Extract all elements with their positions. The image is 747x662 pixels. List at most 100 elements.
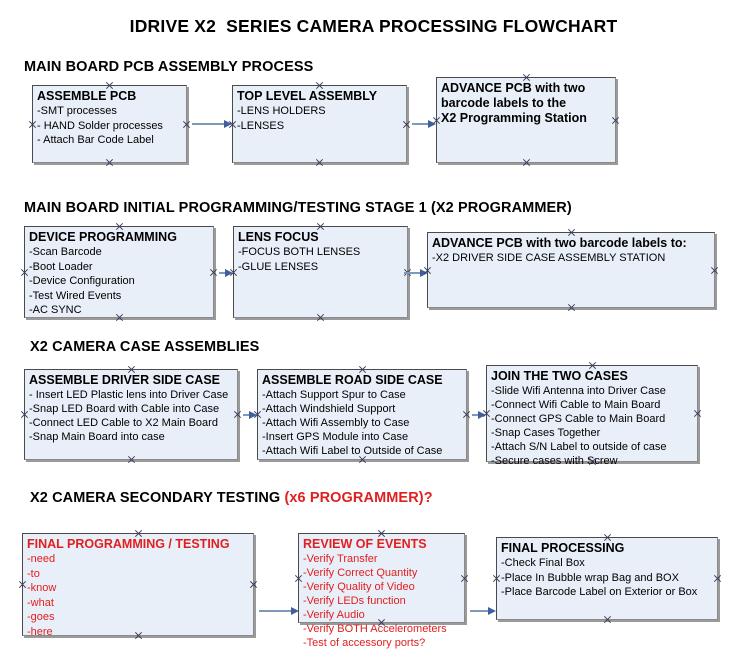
node-device-programming[interactable]: DEVICE PROGRAMMING -Scan Barcode -Boot L… bbox=[24, 226, 214, 318]
node-top-level-assembly[interactable]: TOP LEVEL ASSEMBLY -LENS HOLDERS -LENSES bbox=[232, 85, 407, 163]
connection-handle-right-icon[interactable] bbox=[460, 574, 469, 583]
connection-handle-left-icon[interactable] bbox=[18, 580, 27, 589]
connection-handle-top-icon[interactable] bbox=[377, 529, 386, 538]
node-items: -SMT processes - HAND Solder processes -… bbox=[37, 104, 182, 148]
connection-handle-bottom-icon[interactable] bbox=[316, 313, 325, 322]
node-title: FINAL PROCESSING bbox=[501, 541, 625, 555]
connection-handle-top-icon[interactable] bbox=[316, 222, 325, 231]
connection-handle-left-icon[interactable] bbox=[20, 268, 29, 277]
list-item: -Check Final Box bbox=[501, 557, 585, 569]
connection-handle-left-icon[interactable] bbox=[20, 410, 29, 419]
connection-handle-left-icon[interactable] bbox=[482, 409, 491, 418]
arrow-shaft bbox=[219, 272, 226, 274]
node-title: JOIN THE TWO CASES bbox=[491, 369, 628, 383]
arrow-shaft bbox=[412, 123, 429, 125]
connection-handle-left-icon[interactable] bbox=[294, 574, 303, 583]
node-assemble-pcb[interactable]: ASSEMBLE PCB -SMT processes - HAND Solde… bbox=[32, 85, 187, 163]
arrow-head-icon bbox=[488, 606, 496, 615]
connection-handle-top-icon[interactable] bbox=[115, 222, 124, 231]
connection-handle-left-icon[interactable] bbox=[492, 574, 501, 583]
connection-handle-top-icon[interactable] bbox=[134, 529, 143, 538]
list-item: -GLUE LENSES bbox=[238, 260, 319, 273]
connection-handle-bottom-icon[interactable] bbox=[522, 158, 531, 167]
connection-handle-left-icon[interactable] bbox=[228, 120, 237, 129]
list-item: -X2 DRIVER SIDE CASE ASSEMBLY STATION bbox=[432, 252, 666, 264]
list-item: -goes bbox=[27, 611, 55, 623]
list-item: -Insert GPS Module into Case bbox=[262, 431, 409, 443]
node-items: - Insert LED Plastic lens into Driver Ca… bbox=[29, 388, 233, 444]
connection-handle-top-icon[interactable] bbox=[567, 228, 576, 237]
node-title: ADVANCE PCB with two barcode labels to: bbox=[432, 236, 687, 250]
section-title-x2-camera-case-assemblies: X2 CAMERA CASE ASSEMBLIES bbox=[30, 339, 259, 355]
list-item: -Verify Quality of Video bbox=[303, 581, 415, 593]
section-title-main-board-pcb-assembly: MAIN BOARD PCB ASSEMBLY PROCESS bbox=[24, 59, 313, 75]
list-item: -Verify LEDs function bbox=[303, 595, 406, 607]
connection-handle-left-icon[interactable] bbox=[253, 410, 262, 419]
list-item: -LENS HOLDERS bbox=[237, 105, 326, 117]
connection-handle-bottom-icon[interactable] bbox=[115, 313, 124, 322]
connection-handle-bottom-icon[interactable] bbox=[315, 158, 324, 167]
arrow-review-of-events-to-final-processing bbox=[470, 606, 496, 615]
list-item: -to bbox=[27, 567, 40, 580]
list-item: - Attach Bar Code Label bbox=[37, 134, 154, 146]
connection-handle-right-icon[interactable] bbox=[182, 120, 191, 129]
node-items: -LENS HOLDERS -LENSES bbox=[237, 104, 402, 133]
node-items: -Slide Wifi Antenna into Driver Case -Co… bbox=[491, 384, 693, 468]
node-advance-pcb-programming-station[interactable]: ADVANCE PCB with two barcode labels to t… bbox=[436, 77, 616, 163]
connection-handle-bottom-icon[interactable] bbox=[603, 615, 612, 624]
section-title-x2-camera-secondary-testing: X2 CAMERA SECONDARY TESTING (x6 PROGRAMM… bbox=[30, 490, 433, 506]
connection-handle-right-icon[interactable] bbox=[693, 409, 702, 418]
connection-handle-bottom-icon[interactable] bbox=[134, 631, 143, 640]
list-item: -FOCUS BOTH LENSES bbox=[238, 246, 361, 258]
connection-handle-bottom-icon[interactable] bbox=[105, 158, 114, 167]
connection-handle-right-icon[interactable] bbox=[233, 410, 242, 419]
connection-handle-left-icon[interactable] bbox=[28, 120, 37, 129]
connection-handle-bottom-icon[interactable] bbox=[567, 303, 576, 312]
list-item: -Attach Windshield Support bbox=[262, 403, 396, 415]
node-title: ASSEMBLE DRIVER SIDE CASE bbox=[29, 373, 221, 387]
connection-handle-bottom-icon[interactable] bbox=[588, 457, 597, 466]
node-title: LENS FOCUS bbox=[238, 230, 319, 244]
connection-handle-bottom-icon[interactable] bbox=[127, 455, 136, 464]
node-items: -X2 DRIVER SIDE CASE ASSEMBLY STATION bbox=[432, 251, 710, 266]
list-item: -Snap Cases Together bbox=[491, 427, 601, 439]
connection-handle-top-icon[interactable] bbox=[127, 365, 136, 374]
connection-handle-top-icon[interactable] bbox=[603, 533, 612, 542]
connection-handle-top-icon[interactable] bbox=[105, 81, 114, 90]
connection-handle-left-icon[interactable] bbox=[432, 116, 441, 125]
node-join-the-two-cases[interactable]: JOIN THE TWO CASES -Slide Wifi Antenna i… bbox=[486, 365, 698, 467]
connection-handle-top-icon[interactable] bbox=[522, 73, 531, 82]
connection-handle-bottom-icon[interactable] bbox=[358, 455, 367, 464]
connection-handle-right-icon[interactable] bbox=[710, 266, 719, 275]
node-final-processing[interactable]: FINAL PROCESSING -Check Final Box -Place… bbox=[496, 537, 718, 620]
arrow-shaft bbox=[192, 123, 225, 125]
connection-handle-right-icon[interactable] bbox=[249, 580, 258, 589]
node-assemble-road-side-case[interactable]: ASSEMBLE ROAD SIDE CASE -Attach Support … bbox=[257, 369, 467, 460]
arrow-shaft bbox=[259, 610, 292, 612]
connection-handle-left-icon[interactable] bbox=[423, 266, 432, 275]
connection-handle-left-icon[interactable] bbox=[229, 268, 238, 277]
node-items: -Check Final Box -Place In Bubble wrap B… bbox=[501, 556, 713, 600]
list-item: -here bbox=[27, 625, 53, 638]
connection-handle-right-icon[interactable] bbox=[402, 120, 411, 129]
node-advance-pcb-driver-side-case[interactable]: ADVANCE PCB with two barcode labels to: … bbox=[427, 232, 715, 308]
connection-handle-top-icon[interactable] bbox=[315, 81, 324, 90]
connection-handle-top-icon[interactable] bbox=[588, 361, 597, 370]
list-item: - Insert LED Plastic lens into Driver Ca… bbox=[29, 389, 229, 401]
connection-handle-right-icon[interactable] bbox=[713, 574, 722, 583]
connection-handle-top-icon[interactable] bbox=[358, 365, 367, 374]
section-title-text: X2 CAMERA CASE ASSEMBLIES bbox=[30, 339, 260, 355]
list-item: X2 Programming Station bbox=[441, 111, 587, 125]
connection-handle-bottom-icon[interactable] bbox=[377, 618, 386, 627]
section-title-accent: (x6 PROGRAMMER)? bbox=[284, 490, 433, 506]
node-assemble-driver-side-case[interactable]: ASSEMBLE DRIVER SIDE CASE - Insert LED P… bbox=[24, 369, 238, 460]
connection-handle-right-icon[interactable] bbox=[611, 116, 620, 125]
node-title: DEVICE PROGRAMMING bbox=[29, 230, 177, 244]
connection-handle-right-icon[interactable] bbox=[462, 410, 471, 419]
node-lens-focus[interactable]: LENS FOCUS -FOCUS BOTH LENSES -GLUE LENS… bbox=[233, 226, 408, 318]
list-item: -Connect GPS Cable to Main Board bbox=[491, 413, 666, 425]
connection-handle-right-icon[interactable] bbox=[209, 268, 218, 277]
node-final-programming-testing[interactable]: FINAL PROGRAMMING / TESTING -need -to -k… bbox=[22, 533, 254, 638]
node-review-of-events[interactable]: REVIEW OF EVENTS -Verify Transfer -Verif… bbox=[298, 533, 465, 649]
node-title: ASSEMBLE PCB bbox=[37, 89, 137, 103]
